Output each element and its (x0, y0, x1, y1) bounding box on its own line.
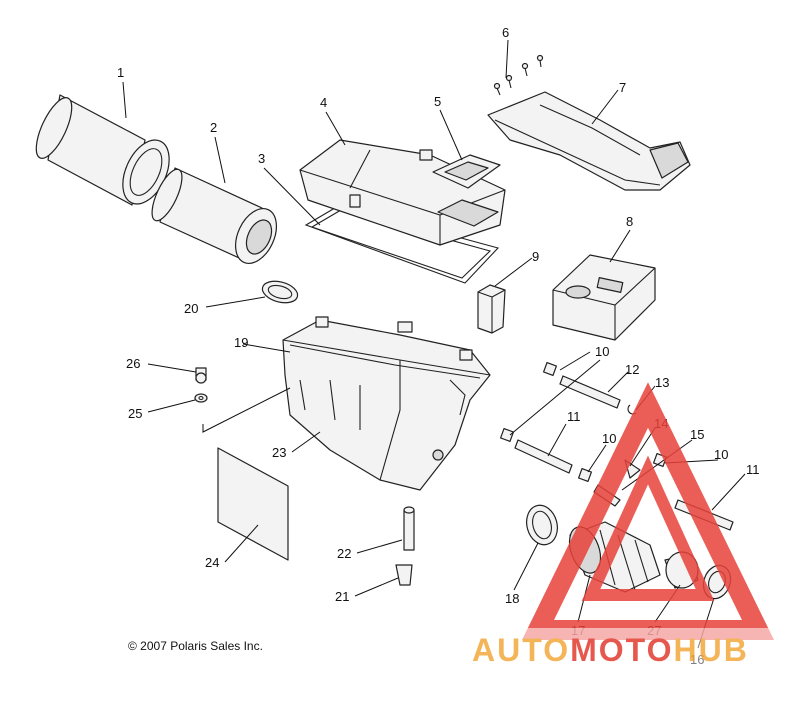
part-label-sheet (217, 447, 289, 561)
callout-7: 7 (619, 80, 626, 95)
part-lid-gasket (304, 204, 500, 284)
part-air-filter (151, 167, 278, 264)
part-airbox-lid (299, 139, 506, 246)
callout-15: 15 (690, 427, 704, 442)
callout-10-b: 10 (602, 431, 616, 446)
part-foam-pad (477, 284, 506, 334)
callout-8: 8 (626, 214, 633, 229)
callout-23: 23 (272, 445, 286, 460)
callout-26: 26 (126, 356, 140, 371)
part-intake-plate (432, 154, 501, 189)
callout-10-c: 10 (714, 447, 728, 462)
watermark-logo: AUTOMOTOHUB (470, 382, 796, 668)
callout-20: 20 (184, 301, 198, 316)
watermark-text-auto: AUTO (472, 632, 570, 668)
svg-text:AUTOMOTOHUB: AUTOMOTOHUB (472, 632, 749, 668)
callout-6: 6 (502, 25, 509, 40)
callout-19: 19 (234, 335, 248, 350)
callout-22: 22 (337, 546, 351, 561)
callout-25: 25 (128, 406, 142, 421)
callout-21: 21 (335, 589, 349, 604)
callout-11-a: 11 (567, 409, 581, 424)
callout-5: 5 (434, 94, 441, 109)
callout-18: 18 (505, 591, 519, 606)
part-airbox-base (282, 316, 491, 491)
callout-1: 1 (117, 65, 124, 80)
part-clamp-20 (261, 280, 299, 304)
watermark-triangle-icon (521, 382, 775, 640)
callout-12: 12 (625, 362, 639, 377)
part-screws (493, 54, 544, 96)
callout-16: 16 (690, 652, 704, 667)
watermark-text-hub: HUB (673, 632, 748, 668)
callout-13: 13 (655, 375, 669, 390)
callout-24: 24 (205, 555, 219, 570)
callout-9: 9 (532, 249, 539, 264)
part-coupler-ring (526, 504, 558, 546)
part-foam-block (552, 254, 656, 341)
callout-2: 2 (210, 120, 217, 135)
callout-3: 3 (258, 151, 265, 166)
callout-11-b: 11 (746, 462, 760, 477)
part-drain-tube (395, 506, 415, 586)
callout-10-a: 10 (595, 344, 609, 359)
part-bolt-washer (194, 367, 208, 403)
callout-4: 4 (320, 95, 327, 110)
watermark-text-moto: MOTO (570, 632, 673, 668)
part-outer-prefilter (35, 94, 170, 206)
part-intake-duct (487, 91, 691, 191)
watermark-inner-triangle-icon (581, 455, 715, 601)
copyright-text: © 2007 Polaris Sales Inc. (128, 639, 263, 653)
